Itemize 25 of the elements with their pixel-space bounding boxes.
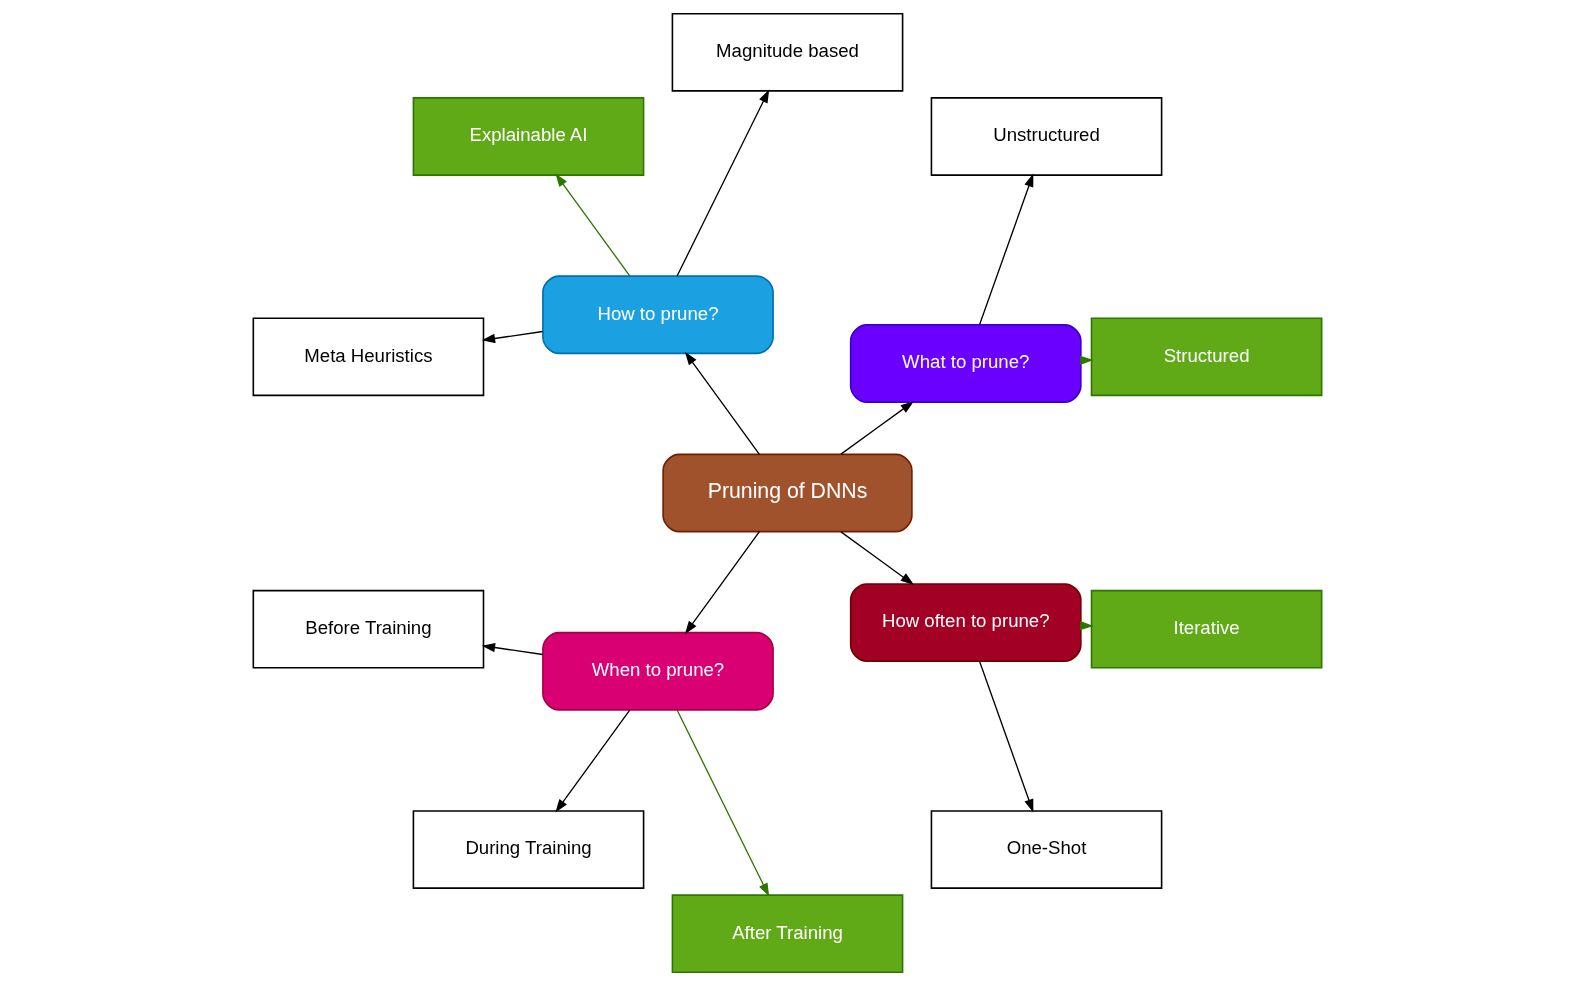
arrow (839, 531, 914, 585)
arrow (675, 709, 769, 897)
node-box: Magnitude based (671, 12, 903, 92)
arrow (481, 330, 543, 344)
node-box: After Training (671, 894, 903, 974)
node-box: Meta Heuristics (252, 317, 484, 397)
node-box: Unstructured (930, 97, 1162, 176)
arrow (684, 351, 760, 455)
node-box: Before Training (252, 589, 484, 669)
node-box: Pruning of DNNs (661, 453, 913, 533)
arrow (978, 173, 1033, 326)
node-box: Explainable AI (412, 97, 644, 176)
arrow (554, 173, 631, 277)
arrow (675, 89, 769, 277)
node-box: Iterative (1090, 589, 1322, 669)
arrow (554, 709, 631, 813)
node-box: One-Shot (930, 810, 1162, 889)
node-box: Structured (1090, 317, 1322, 397)
arrow (481, 642, 543, 656)
arrow (978, 660, 1033, 813)
arrow (839, 401, 914, 455)
node-box: When to prune? (541, 631, 774, 711)
node-box: How to prune? (541, 275, 774, 355)
node-box: During Training (412, 810, 644, 889)
arrow (684, 531, 760, 635)
